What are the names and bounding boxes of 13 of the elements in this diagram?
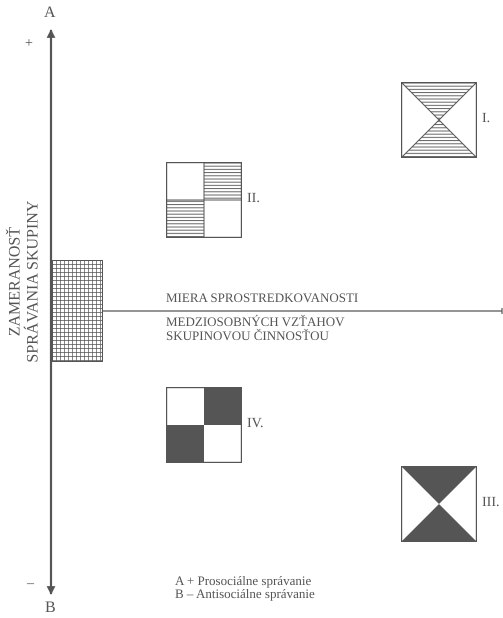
axis-title: MIERA SPROSTREDKOVANOSTI [166,291,358,306]
roman-numeral: I. [482,111,490,127]
axis-end-label: A [44,4,56,22]
sign-label: + [25,36,33,52]
legend-text: B – Antisociálne správanie [175,587,315,602]
sign-label: – [27,576,34,592]
axis-title: ZAMERANOSŤ SPRÁVANIA SKUPINY [6,200,42,365]
axis-title: MEDZIOSOBNÝCH VZŤAHOV SKUPINOVOU ČINNOSŤOU [166,315,346,344]
roman-numeral: II. [247,191,260,207]
legend-text: A + Prosociálne správanie [175,574,312,588]
roman-numeral: IV. [247,416,264,432]
axis-end-label: B [45,599,56,617]
roman-numeral: III. [482,495,500,511]
